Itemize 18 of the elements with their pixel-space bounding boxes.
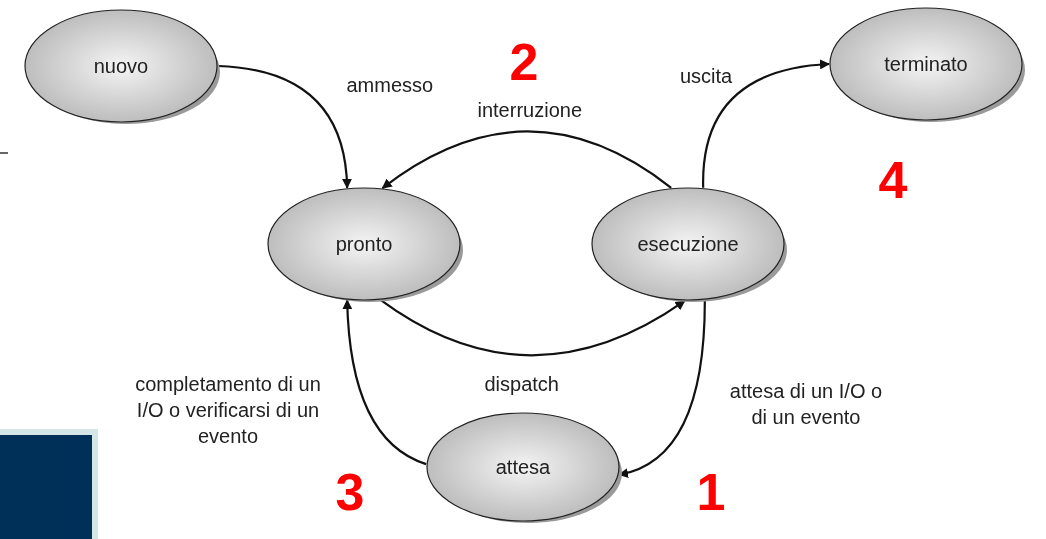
state-ellipse <box>267 187 461 301</box>
arrow <box>702 59 830 188</box>
callout-number: 1 <box>696 466 726 518</box>
arrow <box>342 299 427 466</box>
state-ellipse <box>24 9 218 123</box>
state-ellipse <box>426 412 620 522</box>
state-label: nuovo <box>93 54 149 78</box>
state-ellipse <box>829 7 1023 121</box>
arrow <box>381 130 672 189</box>
state-label: pronto <box>335 232 393 256</box>
callout-number: 4 <box>878 154 908 206</box>
state-label: attesa <box>495 455 551 479</box>
state-label: terminato <box>884 52 968 76</box>
callout-number: 2 <box>509 36 539 88</box>
state-label: esecuzione <box>637 232 739 256</box>
state-ellipse <box>591 187 785 301</box>
arrow <box>380 299 686 357</box>
callout-number: 3 <box>335 466 365 518</box>
